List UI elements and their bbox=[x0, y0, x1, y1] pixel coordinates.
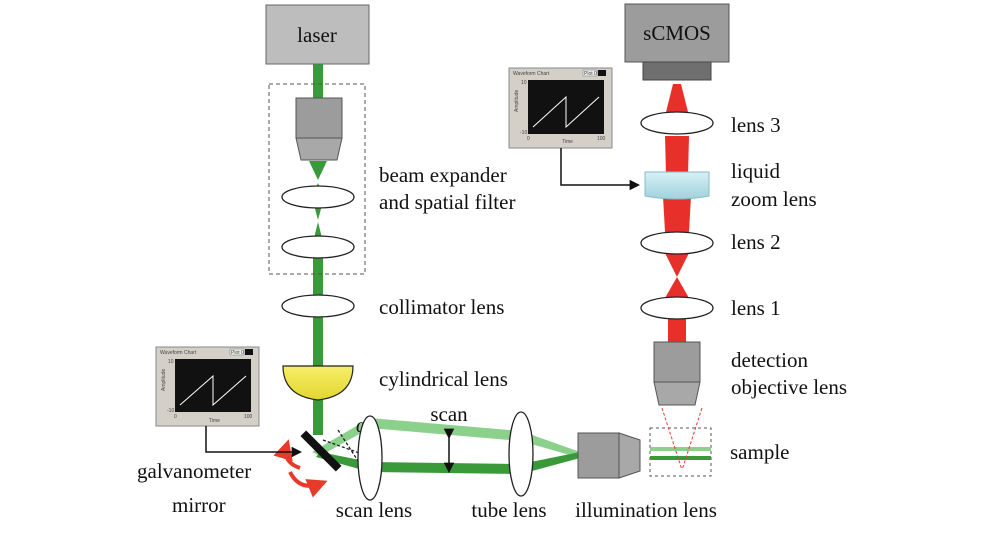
scmos-label: sCMOS bbox=[643, 21, 711, 45]
red-beam-top bbox=[665, 84, 689, 116]
waveform-x-tick-end: 100 bbox=[244, 414, 253, 420]
waveform-y-tick-top: 10 bbox=[168, 359, 174, 365]
waveform-window-liquid: Waveform Chart Plot 0 Amplitude Time 10 … bbox=[508, 67, 613, 149]
waveform-sawtooth bbox=[532, 95, 600, 129]
rotation-arrow-down bbox=[288, 471, 328, 498]
illumination-objective-body bbox=[577, 432, 620, 479]
red-beam-waist bbox=[665, 253, 689, 298]
collimator-label: collimator lens bbox=[379, 295, 504, 319]
detection-objective-body bbox=[653, 341, 701, 383]
green-beam-fan-1 bbox=[312, 418, 370, 456]
tube-lens-label: tube lens bbox=[471, 498, 546, 522]
waveform-x-tick-start: 0 bbox=[174, 414, 177, 420]
waveform-y-tick-top: 10 bbox=[521, 80, 527, 86]
lens-1-label: lens 1 bbox=[731, 296, 781, 320]
sample-label: sample bbox=[730, 440, 789, 464]
detection-cone-right bbox=[681, 407, 703, 471]
laser-label: laser bbox=[297, 23, 337, 47]
waveform-swatch bbox=[598, 70, 606, 76]
waveform-x-tick-start: 0 bbox=[527, 136, 530, 142]
waveform-plot-label: Plot 0 bbox=[231, 350, 244, 356]
detection-cone-left bbox=[661, 407, 683, 471]
galvanometer-label-2: mirror bbox=[172, 493, 226, 517]
green-beam-vertical-lower bbox=[313, 263, 323, 435]
lens-2 bbox=[640, 231, 714, 255]
lens-2-label: lens 2 bbox=[731, 230, 781, 254]
cylindrical-lens bbox=[282, 365, 354, 401]
waveform-y-axis: Amplitude bbox=[514, 90, 520, 112]
sample-box bbox=[649, 427, 712, 477]
expander-lens-1 bbox=[281, 185, 355, 209]
red-beam-bottom bbox=[668, 318, 686, 342]
red-beam-liquid-upper bbox=[665, 136, 689, 175]
green-beam-focus-1 bbox=[309, 161, 327, 180]
waveform-x-axis: Time bbox=[209, 418, 220, 424]
green-beam-converge-upper bbox=[521, 431, 580, 458]
light-sheet-upper bbox=[650, 447, 711, 451]
liquid-zoom-lens bbox=[644, 171, 710, 200]
green-beam-converge-lower bbox=[521, 452, 580, 474]
liquid-lens-connector bbox=[560, 148, 641, 191]
expander-objective-body bbox=[295, 97, 343, 139]
beam-expander-label-1: beam expander bbox=[379, 163, 507, 187]
lens-3-label: lens 3 bbox=[731, 113, 781, 137]
waveform-plot-button bbox=[229, 348, 245, 356]
lens-3 bbox=[640, 111, 714, 135]
waveform-title: Waveform Chart bbox=[513, 71, 550, 77]
scan-label: scan bbox=[430, 402, 468, 426]
waveform-window-galvo: Waveform Chart Plot 0 Amplitude Time 10 … bbox=[155, 346, 260, 427]
beam-expander-label-2: and spatial filter bbox=[379, 190, 515, 214]
waveform-y-tick-bottom: -10 bbox=[167, 408, 174, 414]
green-beam-segment bbox=[313, 246, 323, 296]
illumination-objective-tip bbox=[618, 432, 641, 479]
expander-objective-tip bbox=[295, 137, 343, 161]
waveform-sawtooth bbox=[179, 374, 247, 407]
waveform-x-tick-end: 100 bbox=[597, 136, 606, 142]
liquid-label-2: zoom lens bbox=[731, 187, 817, 211]
detection-label-2: objective lens bbox=[731, 375, 847, 399]
detection-objective-tip bbox=[653, 381, 701, 406]
galvanometer-mirror bbox=[300, 430, 342, 472]
tube-lens bbox=[508, 411, 534, 497]
liquid-label-1: liquid bbox=[731, 159, 781, 183]
light-sheet-lower bbox=[650, 456, 711, 460]
green-beam-lower bbox=[370, 462, 521, 474]
waveform-plot-label: Plot 0 bbox=[584, 71, 597, 77]
waveform-title: Waveform Chart bbox=[160, 350, 197, 356]
alpha-label: α bbox=[356, 415, 367, 437]
lens-1 bbox=[640, 296, 714, 320]
collimator-lens bbox=[281, 294, 355, 318]
laser-box bbox=[265, 4, 370, 65]
cylindrical-label: cylindrical lens bbox=[379, 367, 508, 391]
waveform-plot-button bbox=[582, 69, 598, 77]
scmos-mount bbox=[642, 61, 712, 81]
green-beam-focus-2 bbox=[314, 205, 322, 220]
galvanometer-label-1: galvanometer bbox=[137, 459, 251, 483]
scmos-box bbox=[624, 3, 730, 63]
detection-label-1: detection bbox=[731, 348, 808, 372]
galvo-connector bbox=[205, 426, 303, 458]
waveform-y-tick-bottom: -10 bbox=[520, 130, 527, 136]
red-beam-liquid-lower bbox=[663, 196, 691, 232]
scan-lens-label: scan lens bbox=[336, 498, 412, 522]
beam-expander-box bbox=[268, 83, 366, 275]
scan-lens bbox=[357, 415, 383, 501]
waveform-x-axis: Time bbox=[562, 139, 573, 145]
rotation-arrow-up bbox=[273, 439, 301, 470]
mirror-dashed-line bbox=[337, 429, 361, 465]
illumination-lens-label: illumination lens bbox=[575, 498, 717, 522]
expander-lens-2 bbox=[281, 235, 355, 259]
waveform-swatch bbox=[245, 349, 253, 355]
waveform-y-axis: Amplitude bbox=[161, 369, 167, 391]
green-beam-vertical-top bbox=[313, 64, 323, 100]
